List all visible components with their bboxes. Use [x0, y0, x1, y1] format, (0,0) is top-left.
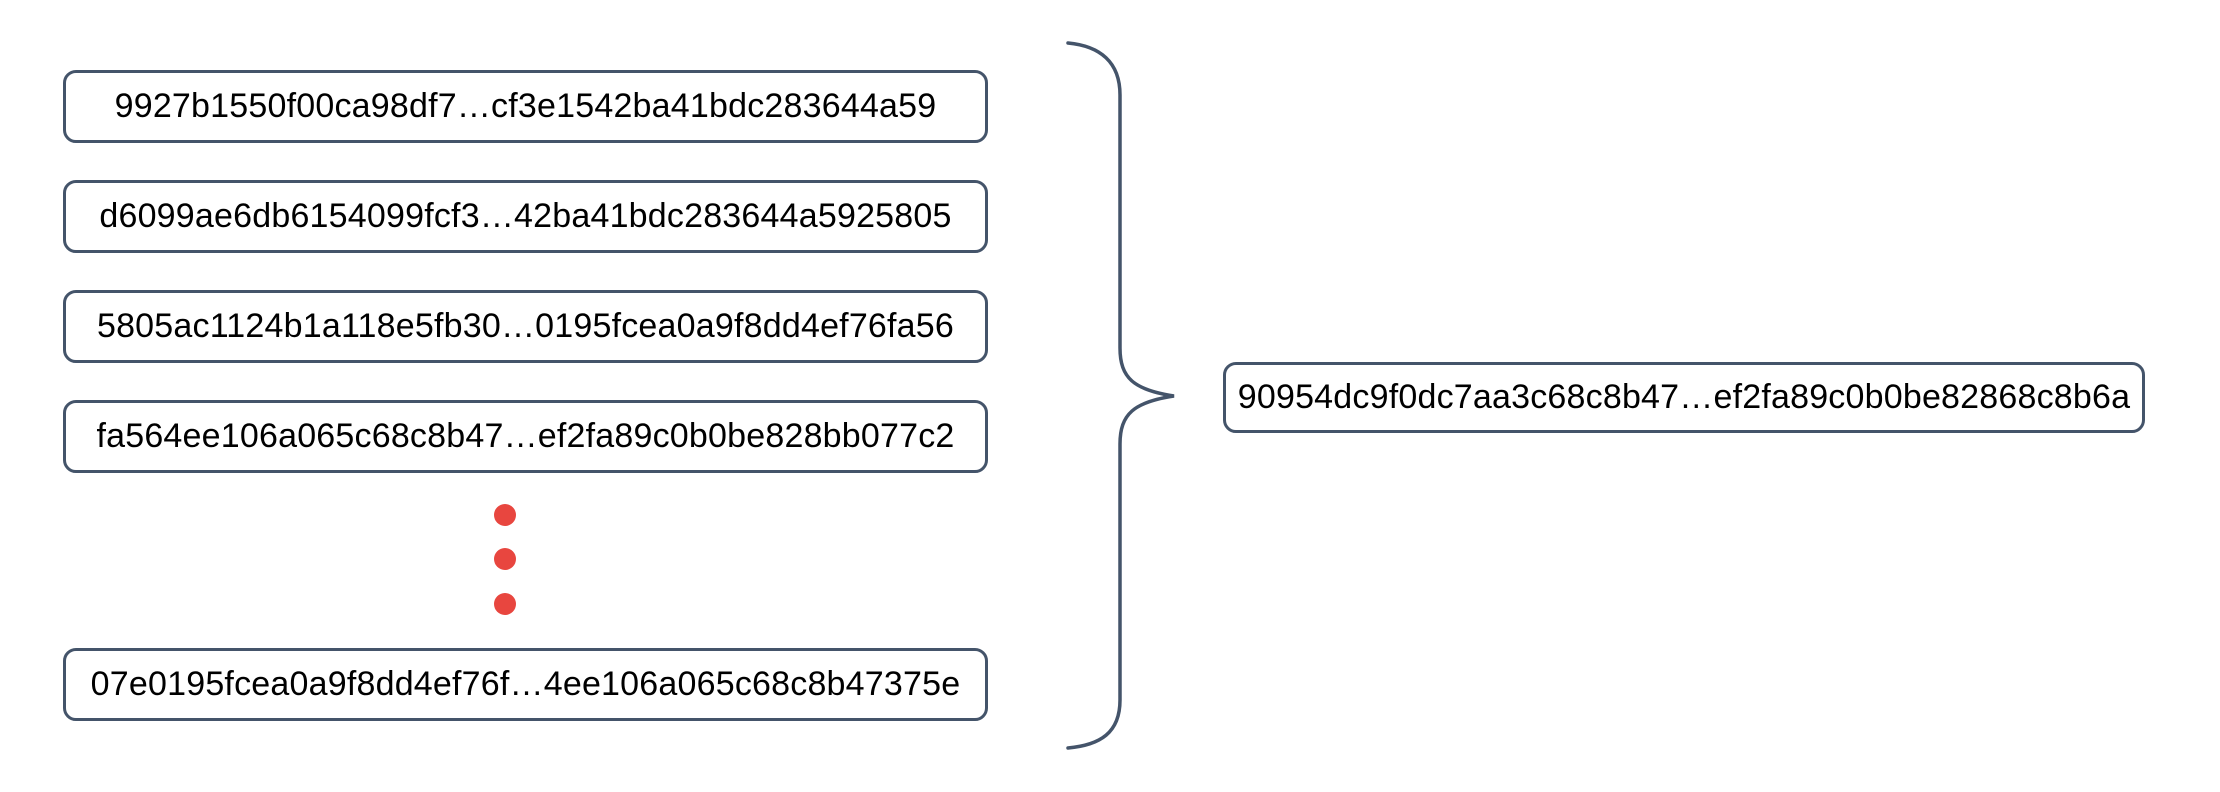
hash-box: 07e0195fcea0a9f8dd4ef76f…4ee106a065c68c8… [63, 648, 988, 721]
hash-text: 5805ac1124b1a118e5fb30…0195fcea0a9f8dd4e… [96, 307, 955, 345]
hash-text: 07e0195fcea0a9f8dd4ef76f…4ee106a065c68c8… [90, 665, 961, 703]
hash-box: 5805ac1124b1a118e5fb30…0195fcea0a9f8dd4e… [63, 290, 988, 363]
hash-text: fa564ee106a065c68c8b47…ef2fa89c0b0be828b… [96, 417, 955, 455]
hash-box: d6099ae6db6154099fcf3…42ba41bdc283644a59… [63, 180, 988, 253]
hash-text: 9927b1550f00ca98df7…cf3e1542ba41bdc28364… [114, 87, 937, 125]
hash-box: 9927b1550f00ca98df7…cf3e1542ba41bdc28364… [63, 70, 988, 143]
result-hash-text: 90954dc9f0dc7aa3c68c8b47…ef2fa89c0b0be82… [1237, 378, 2131, 416]
ellipsis-dot [494, 593, 516, 615]
hash-text: d6099ae6db6154099fcf3…42ba41bdc283644a59… [99, 197, 952, 235]
ellipsis-dot [494, 548, 516, 570]
hash-box: fa564ee106a065c68c8b47…ef2fa89c0b0be828b… [63, 400, 988, 473]
ellipsis-dot [494, 504, 516, 526]
result-hash-box: 90954dc9f0dc7aa3c68c8b47…ef2fa89c0b0be82… [1223, 362, 2145, 433]
